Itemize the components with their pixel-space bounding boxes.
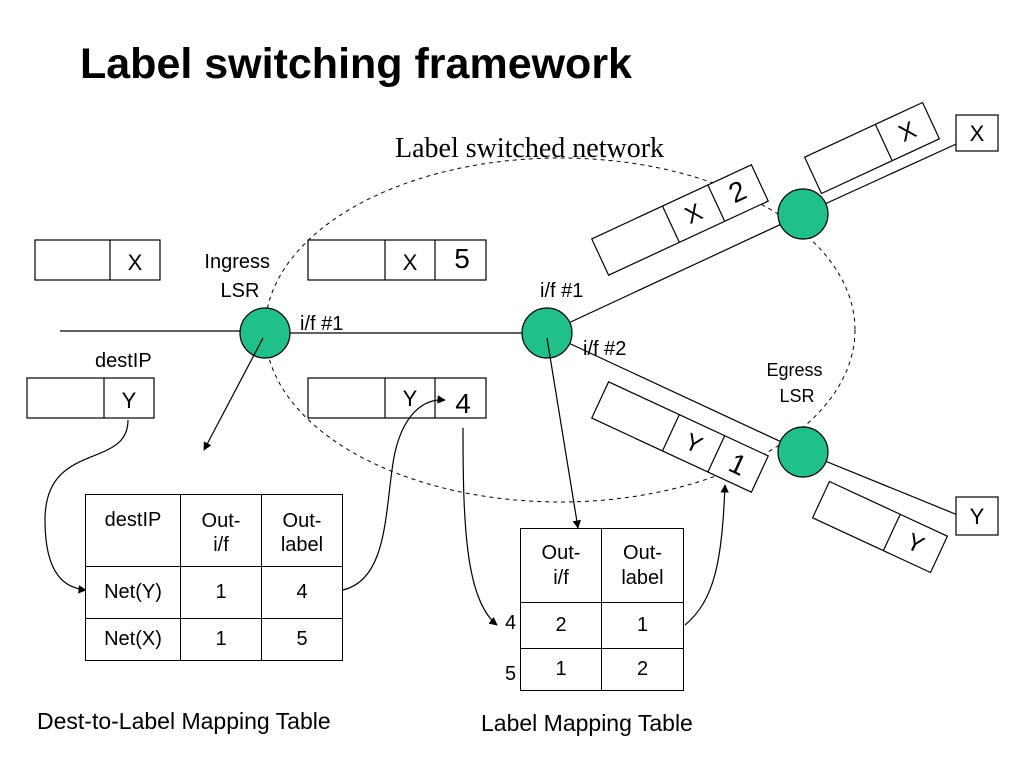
ingress-if1-label: i/f #1 — [300, 313, 343, 335]
table-row: 1 2 — [520, 648, 684, 691]
egress-lsr-line1: Egress — [766, 360, 822, 380]
packet-ingress-out-x-dest: X — [403, 250, 418, 275]
dest-table-cell: 1 — [180, 566, 262, 619]
packet-incoming-x: X — [34, 239, 161, 281]
label-mapping-table: Out-i/f Out-label 2 1 1 2 — [520, 528, 684, 691]
egress-lsr-label: Egress LSR — [766, 360, 827, 406]
dest-table-cell: 5 — [261, 618, 343, 661]
network-label: Label switched network — [395, 133, 664, 164]
link-egress-lower-out — [802, 451, 971, 521]
packet-ingress-out-y-label: 4 — [455, 388, 471, 419]
label-table-cell: 2 — [601, 648, 684, 691]
label-table-row-label: 5 — [505, 663, 517, 685]
arrow-y-to-dest-table — [44, 419, 129, 594]
page-title: Label switching framework — [80, 40, 632, 88]
dest-table-header-row: destIP Out-i/f Out-label — [85, 494, 343, 567]
table-row: Net(X) 1 5 — [85, 618, 343, 661]
label-table-cell: 2 — [520, 602, 602, 649]
link-core-lower — [546, 332, 804, 453]
dest-table-cell: Net(X) — [85, 618, 181, 661]
label-table-cell: 1 — [520, 648, 602, 691]
packet-incoming-y: Y — [26, 377, 155, 419]
ingress-lsr-label: Ingress LSR — [204, 251, 275, 302]
egress-lsr-line2: LSR — [779, 386, 814, 406]
ingress-lsr-line2: LSR — [221, 280, 260, 302]
label-table-row-label: 4 — [505, 612, 517, 634]
label-table-header-outlabel: Out-label — [601, 528, 684, 603]
dest-table-cell: 1 — [180, 618, 262, 661]
packet-egress-y: Y — [811, 480, 949, 574]
arrow-ingress-to-dest-table — [203, 337, 264, 451]
dest-table-header-destip: destIP — [85, 494, 181, 567]
label-table-cell: 1 — [601, 602, 684, 649]
label-table-header-row: Out-i/f Out-label — [520, 528, 684, 603]
core-if1-label: i/f #1 — [540, 280, 583, 302]
dest-table-caption: Dest-to-Label Mapping Table — [37, 708, 331, 734]
packet-exit-y-dest: Y — [970, 504, 985, 529]
dest-ip-label: destIP — [95, 350, 152, 372]
packet-incoming-x-dest: X — [128, 250, 143, 275]
packet-exit-y: Y — [955, 496, 999, 536]
ingress-router-node — [239, 307, 291, 359]
arrow-label4-to-label-table — [462, 427, 498, 626]
packet-core-out-x: X 2 — [590, 164, 770, 276]
core-router-node — [521, 307, 573, 359]
packet-core-out-y: Y 1 — [590, 381, 770, 493]
table-row: Net(Y) 1 4 — [85, 566, 343, 619]
packet-ingress-out-x-label: 5 — [454, 243, 470, 274]
arrow-core-to-label-table — [546, 337, 581, 529]
ingress-lsr-line1: Ingress — [204, 251, 270, 273]
dest-table-header-outlabel: Out-label — [261, 494, 343, 567]
dest-table-header-outif: Out-i/f — [180, 494, 262, 567]
packet-ingress-out-y: Y 4 — [307, 377, 487, 419]
dest-table-cell: 4 — [261, 566, 343, 619]
dest-table-cell: Net(Y) — [85, 566, 181, 619]
dest-to-label-table: destIP Out-i/f Out-label Net(Y) 1 4 Net(… — [85, 494, 343, 661]
packet-egress-x: X — [803, 101, 941, 195]
table-row: 2 1 — [520, 602, 684, 649]
arrow-label-table-to-label1 — [684, 484, 729, 626]
egress-router-lower-node — [777, 426, 829, 478]
core-if2-label: i/f #2 — [583, 338, 626, 360]
packet-incoming-y-dest: Y — [122, 388, 137, 413]
packet-ingress-out-y-dest: Y — [403, 386, 418, 411]
link-egress-upper-out — [802, 139, 966, 215]
packet-exit-x-dest: X — [970, 121, 985, 146]
egress-router-upper-node — [777, 188, 829, 240]
label-table-caption: Label Mapping Table — [481, 710, 693, 736]
arrow-dest-table-to-label4 — [342, 395, 446, 591]
label-table-header-outif: Out-i/f — [520, 528, 602, 603]
packet-exit-x: X — [955, 114, 999, 152]
link-core-upper — [546, 213, 804, 334]
packet-ingress-out-x: X 5 — [307, 239, 487, 281]
